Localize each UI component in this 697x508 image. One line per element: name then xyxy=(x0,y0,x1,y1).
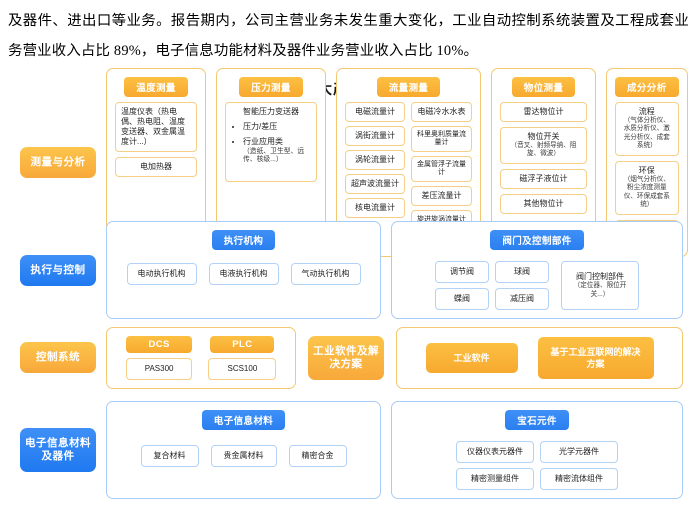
group-plc: PLC SCS100 xyxy=(208,335,277,380)
panel-electronic-info-materials: 电子信息材料 复合材料 贵金属材料 精密合金 xyxy=(106,401,381,499)
item-smart-pressure-transmitter[interactable]: 智能压力变送器 压力/差压 行业应用类（造纸、卫生型、远传、核级...） xyxy=(225,101,317,182)
item-control-valve[interactable]: 调节阀 xyxy=(435,261,489,283)
group-title-pressure[interactable]: 压力测量 xyxy=(239,76,303,97)
pressure-bullets: 压力/差压 行业应用类（造纸、卫生型、远传、核级...） xyxy=(231,121,311,165)
category-label-industrial-software[interactable]: 工业软件及解决方案 xyxy=(308,335,384,380)
group-dcs: DCS PAS300 xyxy=(125,335,193,380)
item-butterfly-valve[interactable]: 蝶阀 xyxy=(435,288,489,310)
group-title-level[interactable]: 物位测量 xyxy=(511,76,576,97)
item-label: 温度仪表（热电偶、热电阻、温度变送器、双金属温度计...） xyxy=(121,106,185,146)
item-level-switch[interactable]: 物位开关 （音叉、射频导纳、阻旋、微波） xyxy=(500,126,587,164)
item-instrument-components[interactable]: 仪器仪表元器件 xyxy=(456,441,534,463)
item-pneumatic-actuator[interactable]: 气动执行机构 xyxy=(290,263,361,285)
item-industrial-software[interactable]: 工业软件 xyxy=(425,342,518,373)
item-sub: （烟气分析仪、粉尘浓度测量仪、环保成套系统） xyxy=(623,175,670,209)
item-valve-control-components[interactable]: 阀门控制部件 （定位器、限位开关...） xyxy=(561,261,639,310)
item-composite-material[interactable]: 复合材料 xyxy=(140,445,199,467)
panel-actuators: 执行机构 电动执行机构 电液执行机构 气动执行机构 xyxy=(106,221,381,319)
item-radar-level[interactable]: 雷达物位计 xyxy=(500,101,587,122)
item-sub: （气体分析仪、水质分析仪、激光分析仪、成套系统） xyxy=(623,116,670,150)
row-measurement-analysis: 测量与分析 温度测量 温度仪表（热电偶、热电阻、温度变送器、双金属温度计...）… xyxy=(0,67,697,258)
item-flow-left[interactable]: 电磁流量计 xyxy=(345,101,405,122)
bullet-pressure-diff: 压力/差压 xyxy=(243,121,311,133)
item-environmental-analysis[interactable]: 环保 （烟气分析仪、粉尘浓度测量仪、环保成套系统） xyxy=(615,160,679,215)
item-flow-right[interactable]: 金属管浮子流量计 xyxy=(411,155,472,182)
item-electric-heater[interactable]: 电加热器 xyxy=(115,156,197,177)
row-control-system: 控制系统 DCS PAS300 PLC SCS100 工业软件及解决方案 xyxy=(0,320,697,395)
item-scs100[interactable]: SCS100 xyxy=(208,357,277,380)
item-optical-components[interactable]: 光学元器件 xyxy=(540,441,618,463)
item-label: 物位开关 xyxy=(527,131,560,141)
panel-valves: 阀门及控制部件 调节阀 球阀 蝶阀 减压阀 阀门控制部件 （定位器、限位开关..… xyxy=(391,221,683,319)
item-magnetic-level[interactable]: 磁浮子液位计 xyxy=(500,168,587,189)
pressure-heading: 智能压力变送器 xyxy=(243,106,299,116)
panel-jewel-components: 宝石元件 仪器仪表元器件 光学元器件 精密测量组件 精密流体组件 xyxy=(391,401,683,499)
item-flow-left[interactable]: 核电流量计 xyxy=(345,197,405,218)
item-precision-fluid-assembly[interactable]: 精密流体组件 xyxy=(540,468,618,490)
row-execution-control: 执行与控制 执行机构 电动执行机构 电液执行机构 气动执行机构 阀门及控制部件 xyxy=(0,221,697,319)
item-sub: （定位器、限位开关...） xyxy=(573,282,627,298)
category-label-measurement[interactable]: 测量与分析 xyxy=(20,147,96,178)
group-title-composition[interactable]: 成分分析 xyxy=(615,76,679,97)
group-title-actuators[interactable]: 执行机构 xyxy=(211,230,276,250)
group-title-temperature[interactable]: 温度测量 xyxy=(124,76,188,97)
item-pas300[interactable]: PAS300 xyxy=(125,357,193,380)
product-cluster-diagram: 测量与分析 温度测量 温度仪表（热电偶、热电阻、温度变送器、双金属温度计...）… xyxy=(0,67,697,505)
group-title-electronic-info-materials[interactable]: 电子信息材料 xyxy=(201,410,286,430)
item-precious-metal-material[interactable]: 贵金属材料 xyxy=(210,445,277,467)
item-label: 阀门控制部件 xyxy=(576,272,624,281)
item-process-analysis[interactable]: 流程 （气体分析仪、水质分析仪、激光分析仪、成套系统） xyxy=(615,101,679,156)
item-flow-left[interactable]: 涡轮流量计 xyxy=(345,149,405,170)
group-title-flow[interactable]: 流量测量 xyxy=(376,76,441,97)
item-other-level[interactable]: 其他物位计 xyxy=(500,193,587,214)
item-flow-left[interactable]: 涡街流量计 xyxy=(345,125,405,146)
panel-industrial-software: 工业软件 基于工业互联网的解决方案 xyxy=(396,326,683,389)
item-flow-right[interactable]: 差压流量计 xyxy=(411,185,472,206)
item-precision-measurement-assembly[interactable]: 精密测量组件 xyxy=(456,468,534,490)
category-label-control-system[interactable]: 控制系统 xyxy=(20,342,96,373)
category-label-electronic-materials[interactable]: 电子信息材料及器件 xyxy=(20,428,96,472)
panel-control-system: DCS PAS300 PLC SCS100 xyxy=(106,326,296,389)
chip-dcs[interactable]: DCS xyxy=(126,335,192,353)
group-title-jewel-components[interactable]: 宝石元件 xyxy=(505,410,569,430)
item-electric-actuator[interactable]: 电动执行机构 xyxy=(126,263,197,285)
item-label: 流程 xyxy=(638,106,655,116)
bullet-label: 行业应用类 xyxy=(243,136,283,146)
item-electrohydraulic-actuator[interactable]: 电液执行机构 xyxy=(208,263,279,285)
report-paragraph: 及器件、进出口等业务。报告期内，公司主营业务未发生重大变化，工业自动控制系统装置… xyxy=(8,13,689,59)
row-electronic-materials: 电子信息材料及器件 电子信息材料 复合材料 贵金属材料 精密合金 宝石元件 仪器… xyxy=(0,401,697,499)
item-flow-left[interactable]: 超声波流量计 xyxy=(345,173,405,194)
bullet-sub: （造纸、卫生型、远传、核级...） xyxy=(243,147,305,164)
category-label-execution[interactable]: 执行与控制 xyxy=(20,254,96,286)
item-label: 环保 xyxy=(638,165,655,175)
item-sub: （音叉、射频导纳、阻旋、微波） xyxy=(510,141,577,158)
item-temperature-instruments[interactable]: 温度仪表（热电偶、热电阻、温度变送器、双金属温度计...） xyxy=(115,101,197,152)
group-title-valves[interactable]: 阀门及控制部件 xyxy=(490,230,584,250)
item-ball-valve[interactable]: 球阀 xyxy=(495,261,549,283)
item-flow-right[interactable]: 电磁冷水水表 xyxy=(411,101,472,122)
chip-plc[interactable]: PLC xyxy=(210,335,275,353)
item-flow-right[interactable]: 科里奥利质量流量计 xyxy=(411,125,472,152)
item-pressure-reducing-valve[interactable]: 减压阀 xyxy=(495,288,549,310)
bullet-industry-application: 行业应用类（造纸、卫生型、远传、核级...） xyxy=(243,136,311,165)
item-iiot-solution[interactable]: 基于工业互联网的解决方案 xyxy=(537,336,654,379)
item-precision-alloy[interactable]: 精密合金 xyxy=(288,445,347,467)
